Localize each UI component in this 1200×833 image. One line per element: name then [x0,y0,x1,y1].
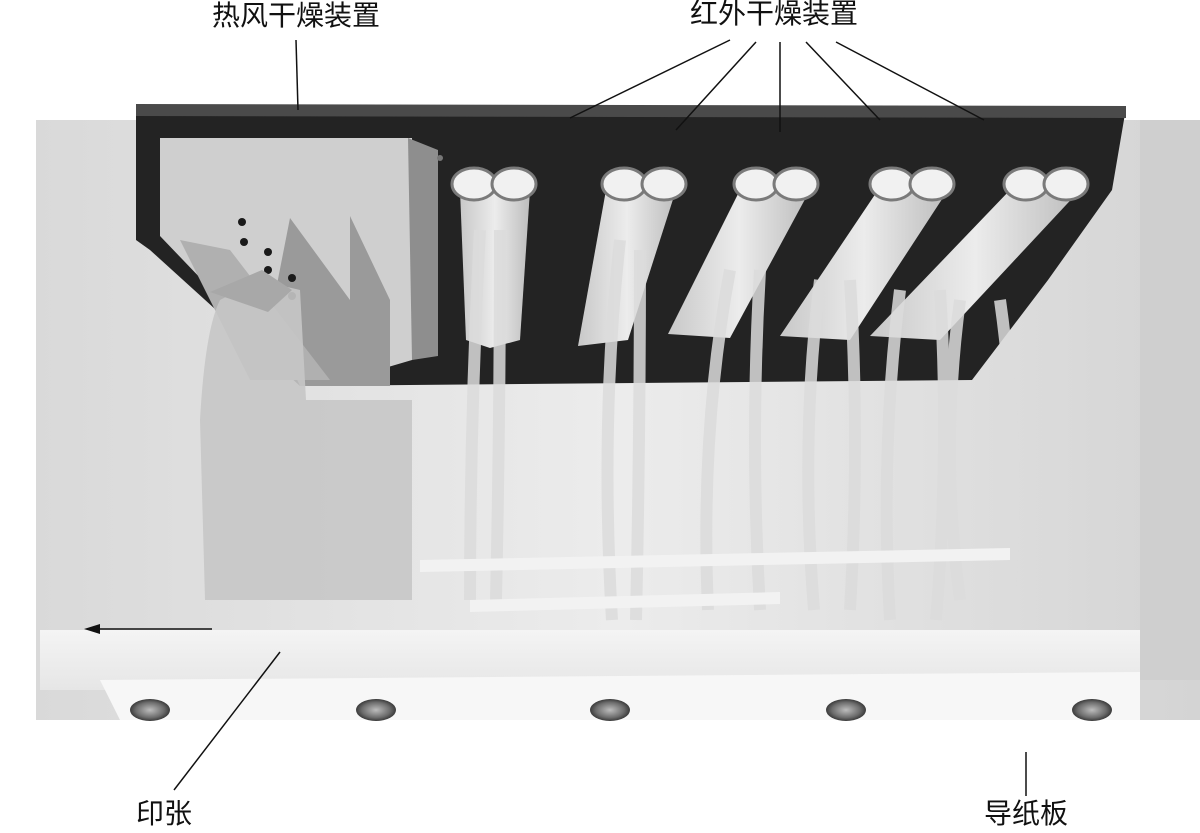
air-nozzle-hole [264,266,272,274]
mounting-bolt [1072,699,1112,721]
hot-air-dryer-label: 热风干燥装置 [212,0,381,32]
infrared-leader [569,39,731,119]
leader-lines [173,39,1027,796]
guide-plate-label: 导纸板 [984,797,1069,830]
infrared-leader [835,41,985,121]
arrow-left-icon [84,624,100,634]
infrared-lamp [870,166,1090,340]
mounting-bolt [590,699,630,721]
mounting-bolt [130,699,170,721]
infrared-dryer-label: 红外干燥装置 [690,0,859,30]
guide-rails [420,548,1010,612]
mounting-bolt [356,699,396,721]
air-nozzle-hole [264,248,272,256]
mounting-bolts [130,699,1112,721]
housing-bolt [437,155,443,161]
hot-air-leader [295,39,299,111]
air-nozzle-hole [288,274,296,282]
printed-sheet-leader [173,651,281,791]
printed-sheet-path [200,280,412,600]
housing-top-edge [136,104,1126,118]
infrared-leader [675,41,757,131]
printed-sheet-label: 印张 [136,797,193,830]
mounting-bolt [826,699,866,721]
infrared-lamp [668,166,820,338]
infrared-leader [805,41,881,121]
air-nozzle-hole [238,218,246,226]
sheet-direction-arrow [84,624,212,634]
radiation-streaks [464,229,1020,621]
infrared-lamp [578,166,688,346]
sheet-curl-arrow [210,270,292,312]
air-nozzle-hole [240,238,248,246]
